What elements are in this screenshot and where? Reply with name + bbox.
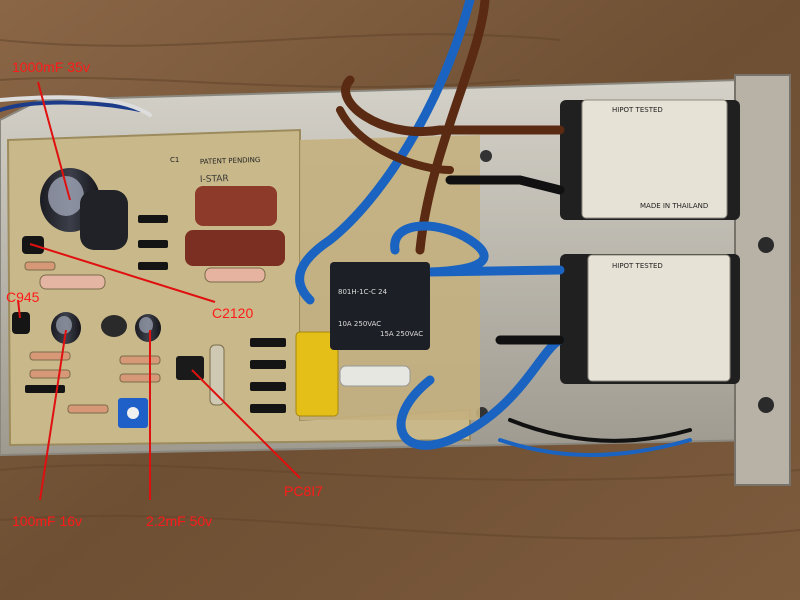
line-filter-bottom: HIPOT TESTED: [560, 254, 740, 384]
capacitor-100mf: [51, 312, 81, 344]
filter-top-origin: MADE IN THAILAND: [640, 202, 708, 210]
wires: [0, 0, 692, 457]
glass-fuse: [339, 365, 411, 387]
diodes: [25, 215, 286, 413]
label-c945: C945: [6, 289, 40, 305]
relay-rating-a: 10A 250VAC: [338, 320, 381, 328]
transistor-c945-body: [12, 312, 30, 334]
board-brand: I-STAR: [200, 174, 229, 185]
capacitor-2-2mf: [135, 314, 161, 342]
annotation-lines: [17, 81, 301, 501]
board-ref: C1: [170, 156, 179, 164]
board-patent: PATENT PENDING: [200, 156, 261, 166]
relay-model: 801H-1C-C 24: [338, 288, 388, 296]
film-capacitor: [195, 186, 277, 226]
line-filter-top: HIPOT TESTED MADE IN THAILAND: [560, 99, 740, 220]
film-capacitor: [185, 230, 285, 266]
label-optocoupler: PC8I7: [284, 483, 323, 499]
relay: 801H-1C-C 24 10A 250VAC 15A 250VAC: [330, 262, 430, 350]
filter-bottom-label: HIPOT TESTED: [612, 262, 663, 270]
chassis-screw-hole: [758, 237, 774, 253]
label-c2120: C2120: [212, 305, 253, 321]
capacitor-small-black: [101, 315, 127, 337]
trimmer-screw: [127, 407, 139, 419]
chassis-bracket: [734, 74, 791, 486]
chassis-screw-hole: [480, 150, 492, 162]
x2-capacitor: [295, 331, 339, 417]
label-cap-mid: 2.2mF 50v: [146, 513, 212, 529]
wood-grain: [0, 33, 800, 540]
label-cap-small: 100mF 16v: [12, 513, 82, 529]
chassis-screw-hole: [758, 397, 774, 413]
label-cap-large: 1000mF 35v: [12, 59, 90, 75]
filter-top-label: HIPOT TESTED: [612, 106, 663, 114]
relay-rating-b: 15A 250VAC: [380, 330, 423, 338]
